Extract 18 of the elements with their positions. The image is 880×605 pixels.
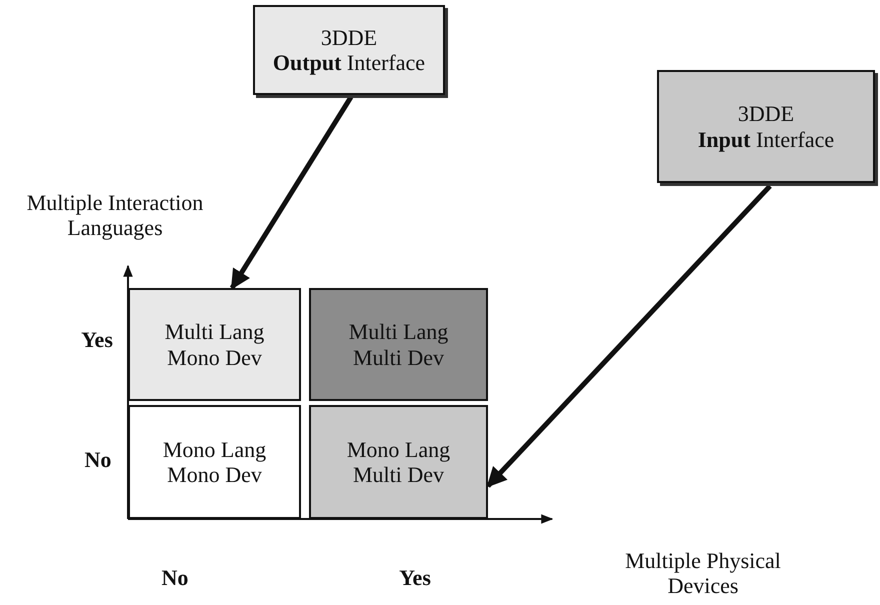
box-text: 3DDE xyxy=(738,101,794,126)
matrix-cell: Mono Lang Mono Dev xyxy=(128,405,301,519)
matrix-cell: Multi Lang Mono Dev xyxy=(128,288,301,401)
axis-value-label: Yes xyxy=(80,327,114,352)
matrix-cell: Multi Lang Multi Dev xyxy=(309,288,488,401)
matrix-cell: Mono Lang Multi Dev xyxy=(309,405,488,519)
arrow xyxy=(486,184,772,488)
axis-title: Multiple Interaction Languages xyxy=(26,190,204,241)
axis-title: Multiple Physical Devices xyxy=(624,548,782,599)
box-text: Input Interface xyxy=(698,126,834,152)
axis-value-label: No xyxy=(160,565,190,590)
box-text: Output Interface xyxy=(272,50,426,76)
interface-box xyxy=(253,5,445,95)
axis-value-label: No xyxy=(84,447,112,472)
interface-box xyxy=(657,70,875,183)
arrow xyxy=(230,96,354,290)
box-text: 3DDE xyxy=(320,24,378,50)
axis-value-label: Yes xyxy=(398,565,432,590)
